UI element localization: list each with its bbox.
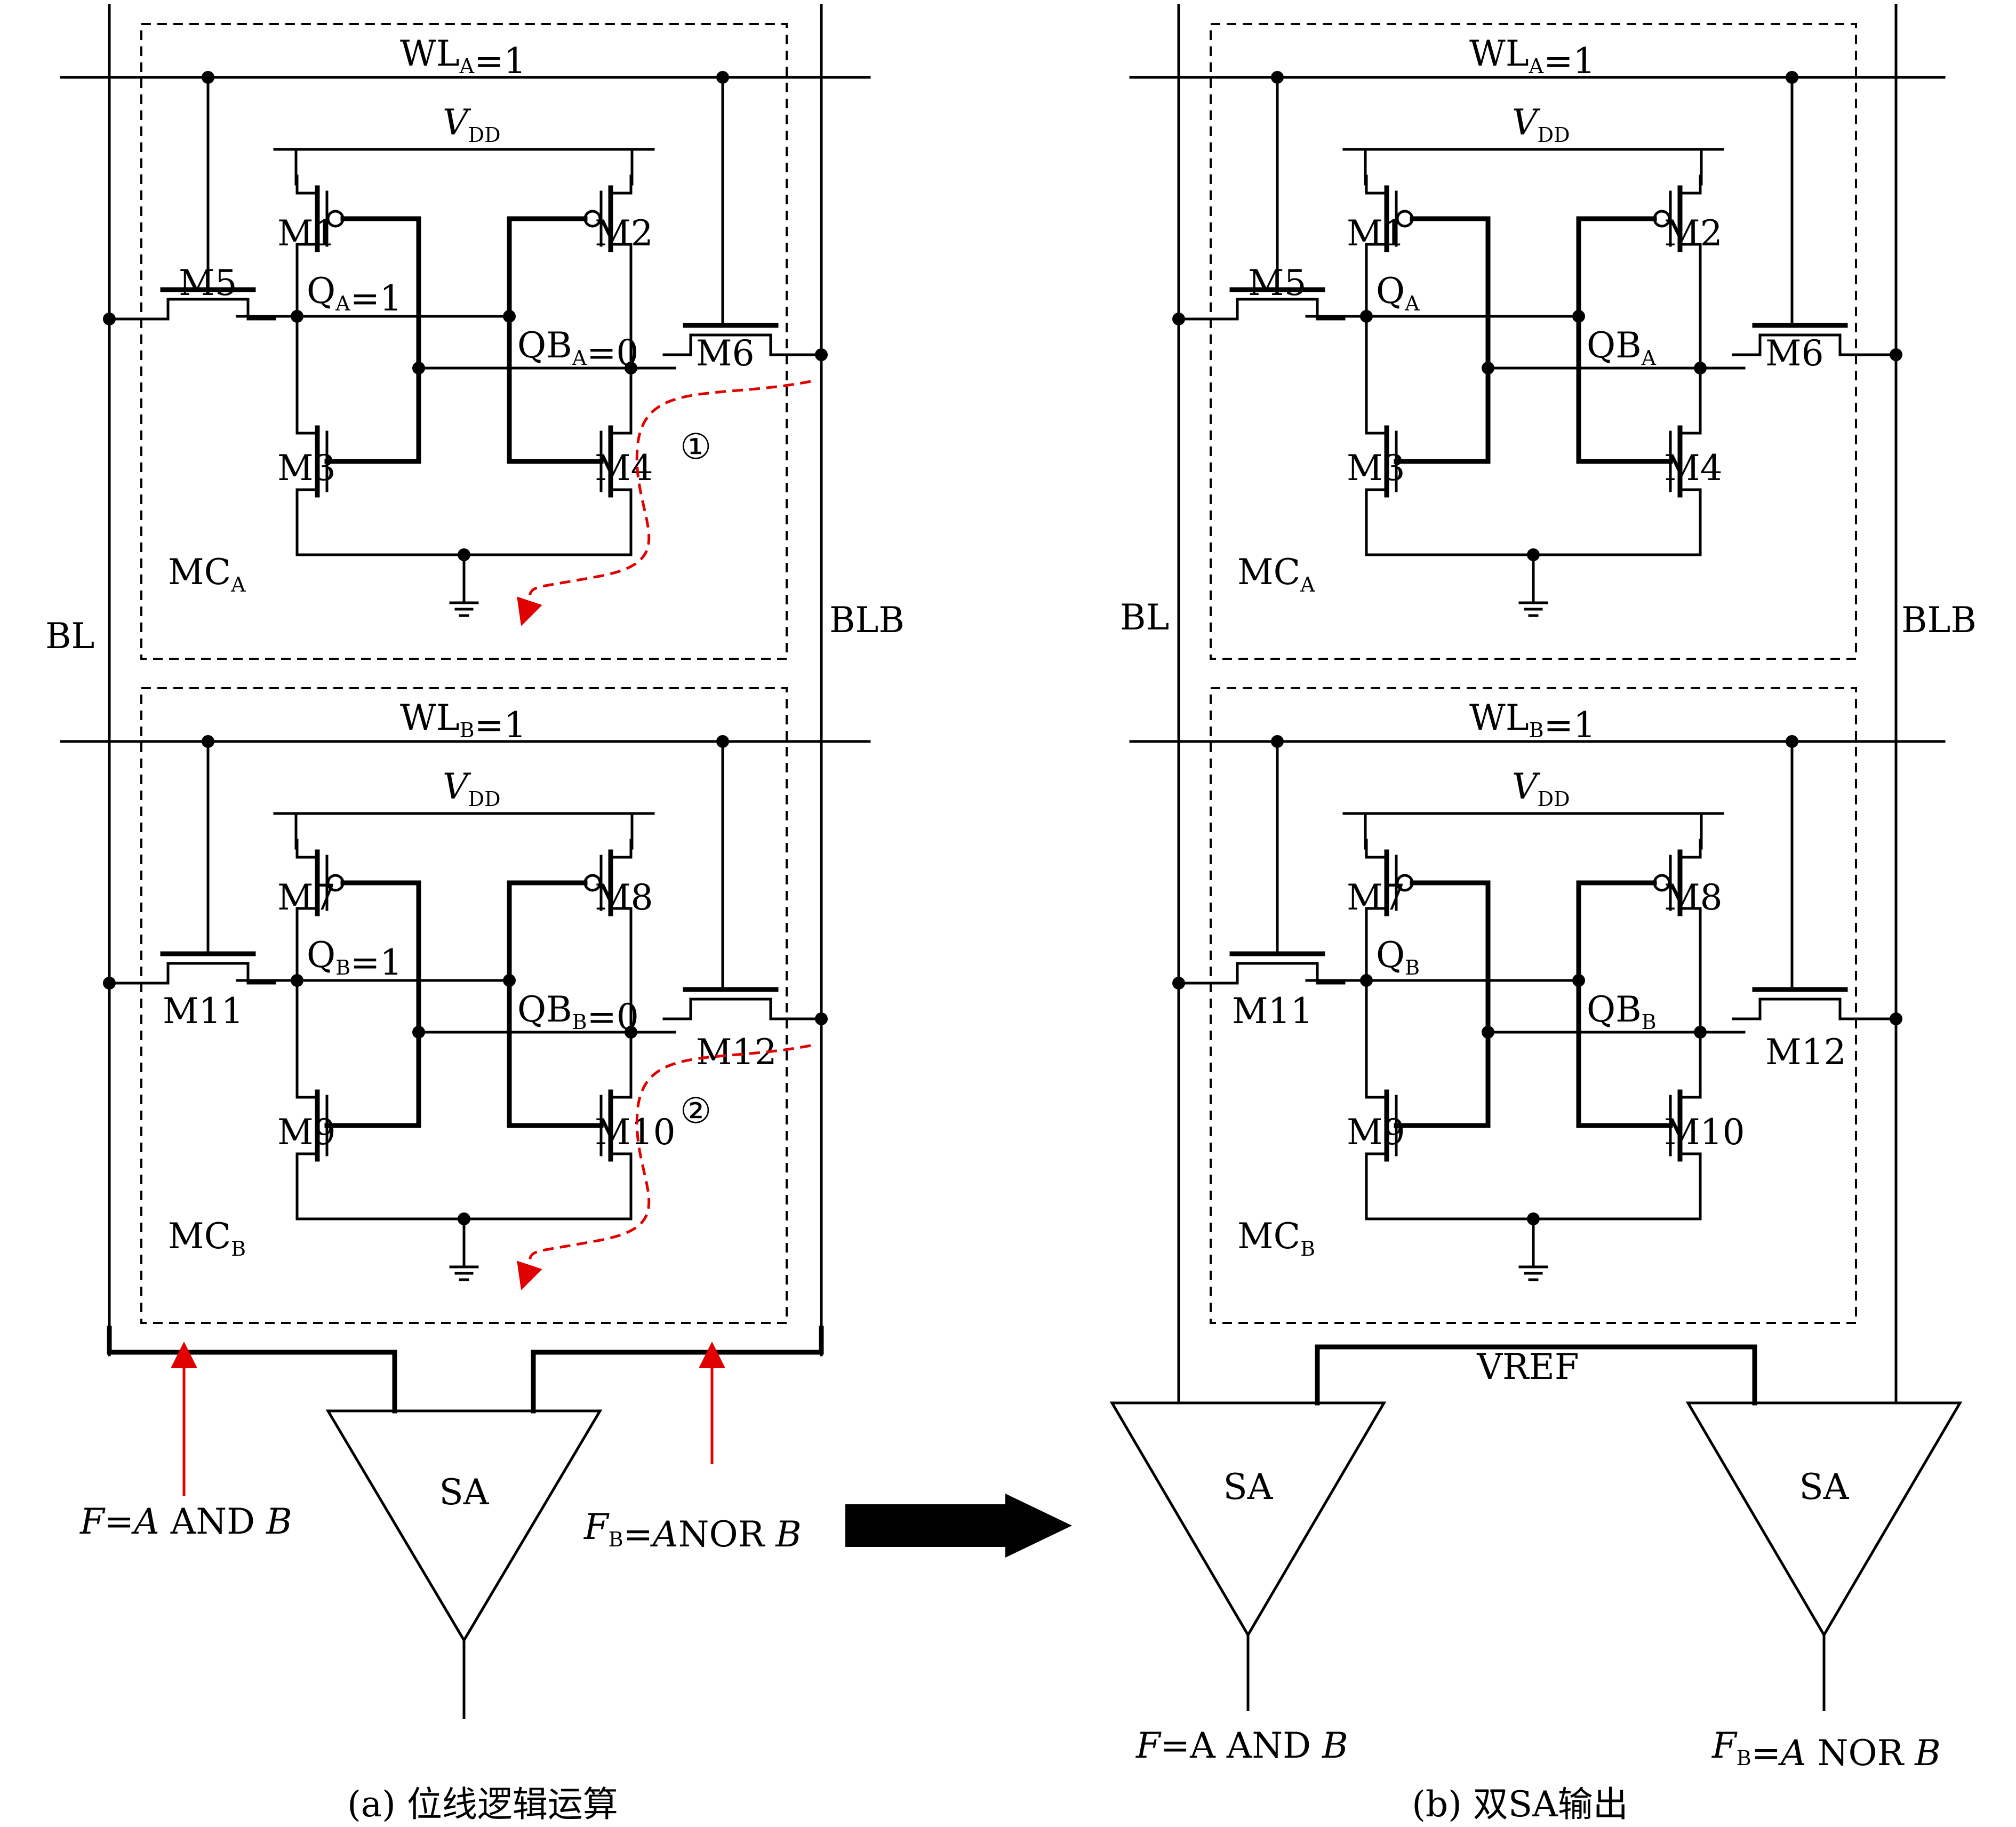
sense-amp-right-label: SA xyxy=(1799,1466,1850,1507)
node-qb-label: QBA=0 xyxy=(517,325,638,373)
vdd-label: VDD xyxy=(1512,102,1570,147)
and-output-label: F=A AND B xyxy=(1135,1725,1348,1766)
node-qb-label: QBB=0 xyxy=(517,989,639,1038)
transistor-m10: M10 xyxy=(1664,1112,1745,1153)
transistor-m9: M9 xyxy=(277,1112,336,1153)
transistor-m2: M2 xyxy=(595,213,653,254)
transistor-m7: M7 xyxy=(1347,877,1405,918)
wordline-label: WLB=1 xyxy=(400,697,526,746)
nor-output-label: FB=ANOR B xyxy=(583,1506,802,1555)
transistor-m3: M3 xyxy=(277,448,336,489)
transistor-m6: M6 xyxy=(696,333,755,374)
transistor-m4: M4 xyxy=(595,448,653,489)
cell-label: MCB xyxy=(168,1216,246,1260)
node-qb-label: QBB xyxy=(1587,989,1657,1034)
vdd-label: VDD xyxy=(443,102,501,147)
bitline-label: BL xyxy=(1120,597,1169,638)
transistor-m11: M11 xyxy=(1232,991,1313,1032)
bitline-label: BL xyxy=(45,616,94,657)
cell-label: MCB xyxy=(1237,1216,1315,1260)
transition-arrow-icon xyxy=(845,1494,1072,1558)
transistor-m12: M12 xyxy=(696,1032,777,1073)
sense-amp-label: SA xyxy=(439,1472,490,1513)
transistor-m1: M1 xyxy=(1347,213,1405,254)
nor-output-label: FB=A NOR B xyxy=(1711,1725,1941,1774)
transistor-m11: M11 xyxy=(163,991,244,1032)
vref-label: VREF xyxy=(1476,1346,1579,1387)
node-q-label: QB=1 xyxy=(307,935,402,983)
sense-amplifier-right xyxy=(1685,1401,1963,1638)
panel-b: BL BLB VREF SA SA F=A AND B FB=A NOR B (b) 双SA输… xyxy=(1109,4,1977,1825)
transistor-m8: M8 xyxy=(1664,877,1723,918)
caption-a: (a) 位线逻辑运算 xyxy=(347,1784,618,1825)
transistor-m10: M10 xyxy=(595,1112,676,1153)
caption-b: (b) 双SA输出 xyxy=(1412,1784,1628,1825)
sense-amplifier-left xyxy=(1109,1401,1387,1638)
wordline-label: WLA=1 xyxy=(1469,33,1595,82)
cell-label: MCA xyxy=(168,552,246,596)
transistor-m3: M3 xyxy=(1347,448,1405,489)
sense-amplifier xyxy=(325,1409,603,1643)
transistor-m7: M7 xyxy=(277,877,336,918)
transistor-m9: M9 xyxy=(1347,1112,1405,1153)
wordline-label: WLB=1 xyxy=(1469,697,1596,746)
transistor-m5: M5 xyxy=(179,262,237,304)
transistor-m4: M4 xyxy=(1664,448,1723,489)
wordline-label: WLA=1 xyxy=(400,33,526,82)
sense-amp-left-label: SA xyxy=(1223,1466,1274,1507)
transistor-m1: M1 xyxy=(277,213,336,254)
bitline-bar-label: BLB xyxy=(829,600,905,641)
and-output-label: F=A AND B xyxy=(79,1501,292,1542)
transistor-m2: M2 xyxy=(1664,213,1723,254)
transistor-m5: M5 xyxy=(1248,262,1307,304)
node-qb-label: QBA xyxy=(1587,325,1657,370)
vdd-label: VDD xyxy=(1512,766,1570,811)
node-q-label: QA=1 xyxy=(307,270,402,319)
panel-a: BL BLB SA F=A AND B FB=ANOR B (a) 位线逻辑运算 xyxy=(45,4,1072,1825)
transistor-m6: M6 xyxy=(1765,333,1824,374)
discharge-path xyxy=(517,1044,811,1290)
node-q-label: QB xyxy=(1376,935,1420,979)
discharge-path-marker: ① xyxy=(680,426,711,467)
bitline-bar-label: BLB xyxy=(1901,600,1977,641)
transistor-m12: M12 xyxy=(1765,1032,1846,1073)
node-q-label: QA xyxy=(1376,270,1420,315)
transistor-m8: M8 xyxy=(595,877,653,918)
cell-label: MCA xyxy=(1237,552,1315,596)
vdd-label: VDD xyxy=(443,766,501,811)
discharge-path-marker: ② xyxy=(680,1090,711,1131)
discharge-path xyxy=(517,380,811,626)
